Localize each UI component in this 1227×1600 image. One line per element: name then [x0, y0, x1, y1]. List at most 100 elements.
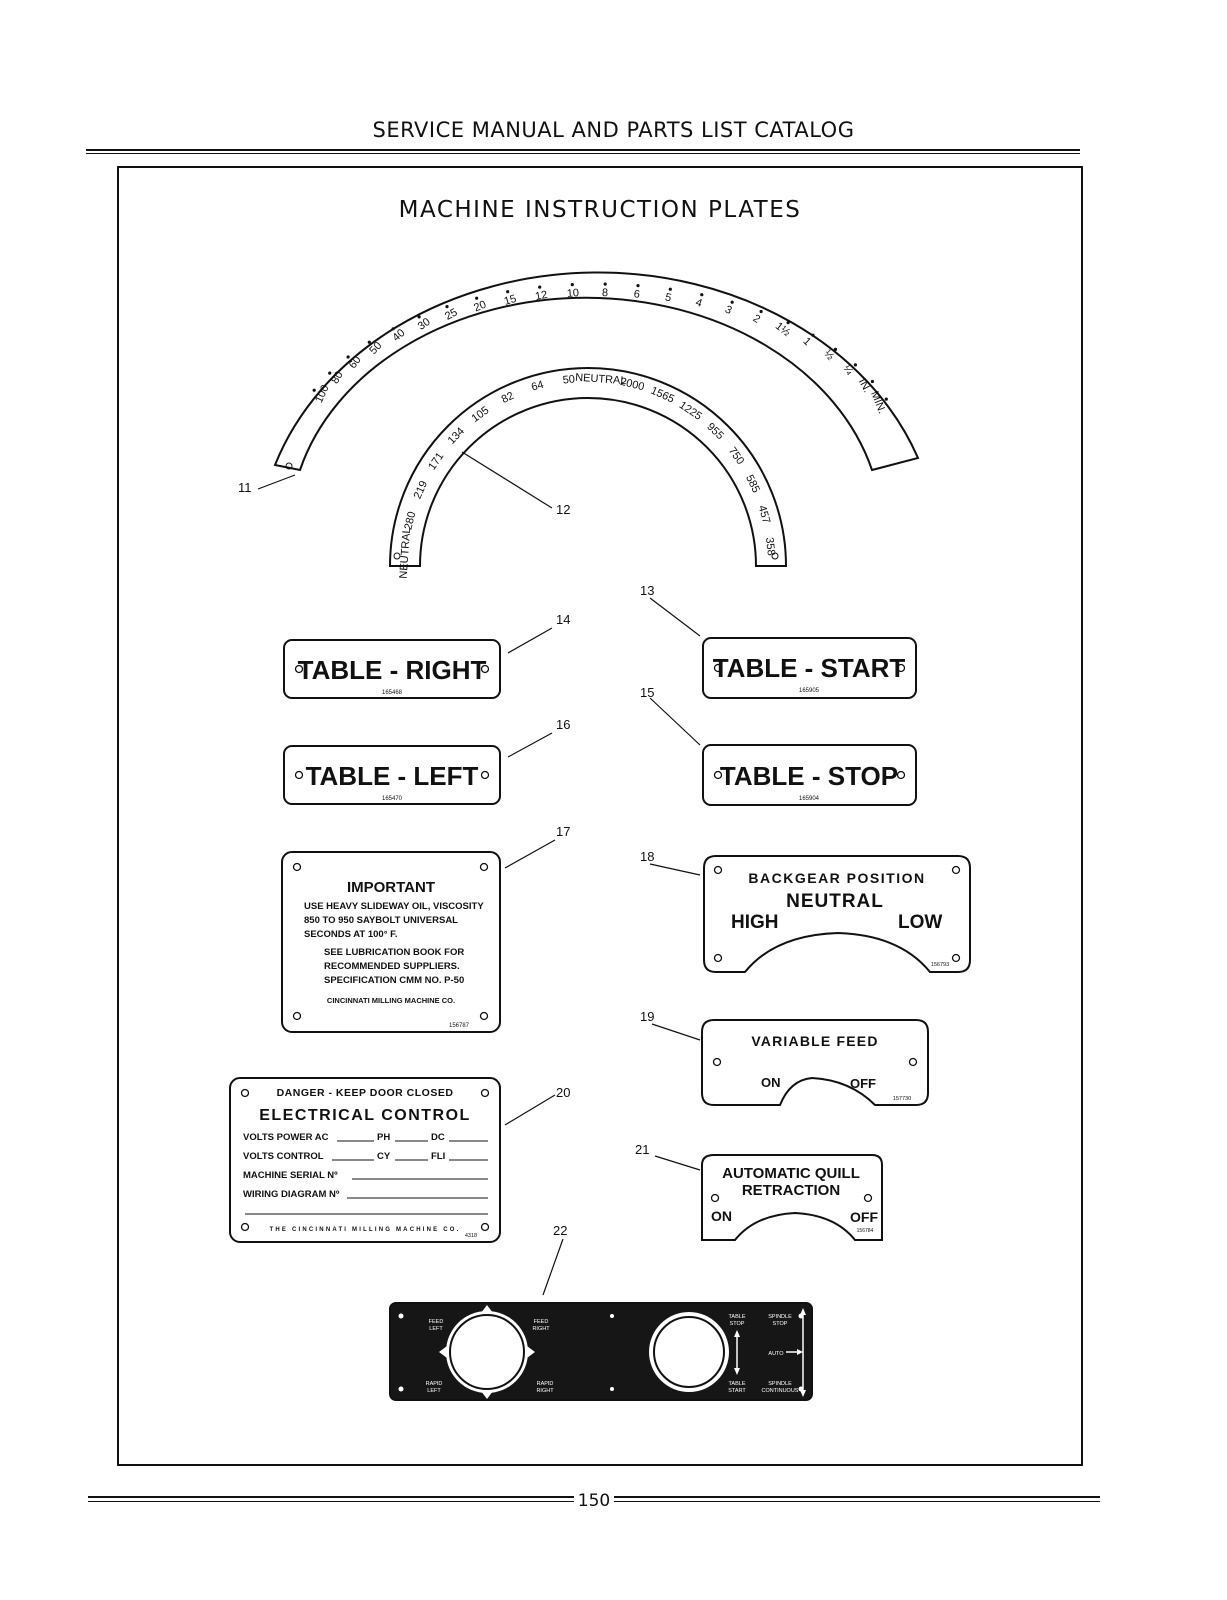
dial-12-number: NEUTRAL — [575, 372, 627, 388]
dial-11-number: 15 — [503, 293, 518, 308]
callout-14: 14 — [556, 612, 570, 627]
plate-21-line1: AUTOMATIC QUILL — [722, 1165, 860, 1182]
plate-22-feed-right-2: RIGHT — [532, 1326, 550, 1332]
dial-11-tick-dot — [884, 397, 888, 401]
plate-22-auto: AUTO — [768, 1351, 784, 1357]
plate-16-table-left: TABLE - LEFT 165470 — [283, 745, 501, 805]
plate-17-maker: CINCINNATI MILLING MACHINE CO. — [327, 996, 455, 1005]
dial-12-number: 750 — [726, 445, 746, 467]
plate-22-spindle-continuous: SPINDLE — [768, 1381, 792, 1387]
callout-12: 12 — [556, 502, 570, 517]
dial-11-number: 60 — [347, 354, 364, 371]
dial-11-number: 20 — [472, 299, 488, 315]
plate-20-footer: THE CINCINNATI MILLING MACHINE CO. — [269, 1227, 460, 1233]
plate-22-table-start: TABLE — [728, 1381, 745, 1387]
plate-14-label: TABLE - RIGHT — [298, 655, 487, 685]
plate-17-line: 850 TO 950 SAYBOLT UNIVERSAL — [304, 915, 458, 926]
dial-11-number: 1 — [800, 335, 813, 348]
plate-17-line: SECONDS AT 100° F. — [304, 929, 398, 940]
dial-11-tick-dot — [636, 284, 640, 288]
leader-21 — [654, 1155, 701, 1171]
plate-22-control-panel: FEED LEFT FEED RIGHT RAPID LEFT RAPID RI… — [389, 1302, 813, 1401]
dial-11-tick-dot — [668, 287, 672, 291]
plate-13-label: TABLE - START — [713, 653, 906, 683]
leader-12 — [461, 451, 553, 509]
dial-11-number: 30 — [416, 316, 433, 333]
dial-11-tick-dot — [328, 371, 332, 375]
callout-21: 21 — [635, 1142, 649, 1157]
plate-20-line1: DANGER - KEEP DOOR CLOSED — [277, 1087, 454, 1099]
dial-11-plate — [273, 271, 920, 472]
leader-14 — [507, 627, 553, 654]
dial-12-number: 358 — [763, 537, 777, 557]
plate-22-table-start-2: START — [728, 1388, 746, 1394]
plate-20-dc: DC — [431, 1132, 445, 1143]
plate-22-rapid-left: RAPID — [426, 1381, 443, 1387]
plate-22-feed-left: FEED — [429, 1319, 444, 1325]
plate-17-important: IMPORTANT USE HEAVY SLIDEWAY OIL, VISCOS… — [281, 851, 501, 1033]
plate-22-rapid-right: RAPID — [537, 1381, 554, 1387]
dial-12-number: 219 — [412, 479, 430, 501]
dial-11-number: 10 — [566, 287, 579, 300]
dial-12-number: 171 — [426, 450, 446, 472]
dial-11-tick-dot — [730, 300, 734, 304]
plate-15-table-stop: TABLE - STOP 165904 — [702, 744, 917, 806]
dial-11-tick-dot — [346, 355, 350, 359]
plate-19-title: VARIABLE FEED — [751, 1033, 878, 1049]
plate-20-electrical: DANGER - KEEP DOOR CLOSED ELECTRICAL CON… — [229, 1077, 501, 1243]
dial-11-number: 8 — [602, 287, 608, 299]
dial-11-hole — [285, 462, 293, 470]
dial-11-number: 100 — [313, 383, 332, 405]
dial-12-hole-2 — [771, 552, 779, 560]
dial-12-number: 1565 — [649, 385, 676, 406]
dial-12-number: 955 — [704, 421, 726, 442]
dial-11-tick-dot — [367, 340, 371, 344]
dial-11-number: 3 — [723, 304, 734, 317]
plate-20-volts-control: VOLTS CONTROL — [243, 1151, 324, 1162]
dial-11-tick-dot — [833, 347, 838, 351]
dial-11-number: MIN. — [868, 389, 888, 415]
dial-12-number: 105 — [469, 404, 491, 424]
plate-20-fli: FLI — [431, 1151, 445, 1162]
plate-21-quill: AUTOMATIC QUILL RETRACTION ON OFF 156784 — [701, 1154, 883, 1241]
plate-14-part: 165468 — [382, 690, 403, 696]
dial-11-tick-dot — [759, 309, 763, 314]
plate-16-part: 165470 — [382, 796, 403, 802]
callout-17: 17 — [556, 824, 570, 839]
dial-11-tick-dot — [603, 282, 607, 286]
callout-11: 11 — [238, 480, 252, 495]
leader-19 — [651, 1023, 701, 1041]
leader-13 — [649, 597, 701, 637]
dial-12-number: NEUTRAL — [398, 527, 414, 579]
plate-14-table-right: TABLE - RIGHT 165468 — [283, 639, 501, 699]
dial-11-tick-dot — [445, 305, 449, 309]
header-rule — [86, 149, 1080, 151]
plate-16-label: TABLE - LEFT — [306, 761, 479, 791]
plate-22-table-stop: TABLE — [728, 1314, 745, 1320]
dial-12-number: 82 — [500, 390, 516, 406]
plate-20-line2: ELECTRICAL CONTROL — [259, 1107, 471, 1124]
footer-rule-right-2 — [614, 1501, 1100, 1502]
dial-11-number: 25 — [443, 306, 460, 322]
leader-16 — [507, 732, 553, 758]
plate-22-table-stop-2: STOP — [730, 1321, 745, 1327]
plate-17-part: 156787 — [449, 1023, 470, 1029]
plate-20-ph: PH — [377, 1132, 390, 1143]
plate-21-line2: RETRACTION — [742, 1182, 840, 1199]
plate-20-part: 4318 — [465, 1233, 477, 1239]
plate-22-feed-right: FEED — [534, 1319, 549, 1325]
figure-frame — [117, 166, 1083, 1466]
plate-19-on: ON — [761, 1075, 781, 1090]
dial-12-number: 2000 — [619, 376, 646, 394]
dial-11-number: 2 — [751, 312, 763, 325]
plate-21-on: ON — [711, 1208, 732, 1224]
footer-rule-left — [88, 1496, 574, 1498]
dial-11-tick-dot — [786, 321, 790, 325]
plate-22-spindle-stop-2: STOP — [773, 1321, 788, 1327]
dial-12-number: 134 — [446, 425, 467, 447]
leader-22 — [542, 1238, 564, 1296]
plate-19-off: OFF — [850, 1076, 876, 1091]
plate-18-backgear: BACKGEAR POSITION NEUTRAL HIGH LOW 15679… — [703, 855, 971, 973]
